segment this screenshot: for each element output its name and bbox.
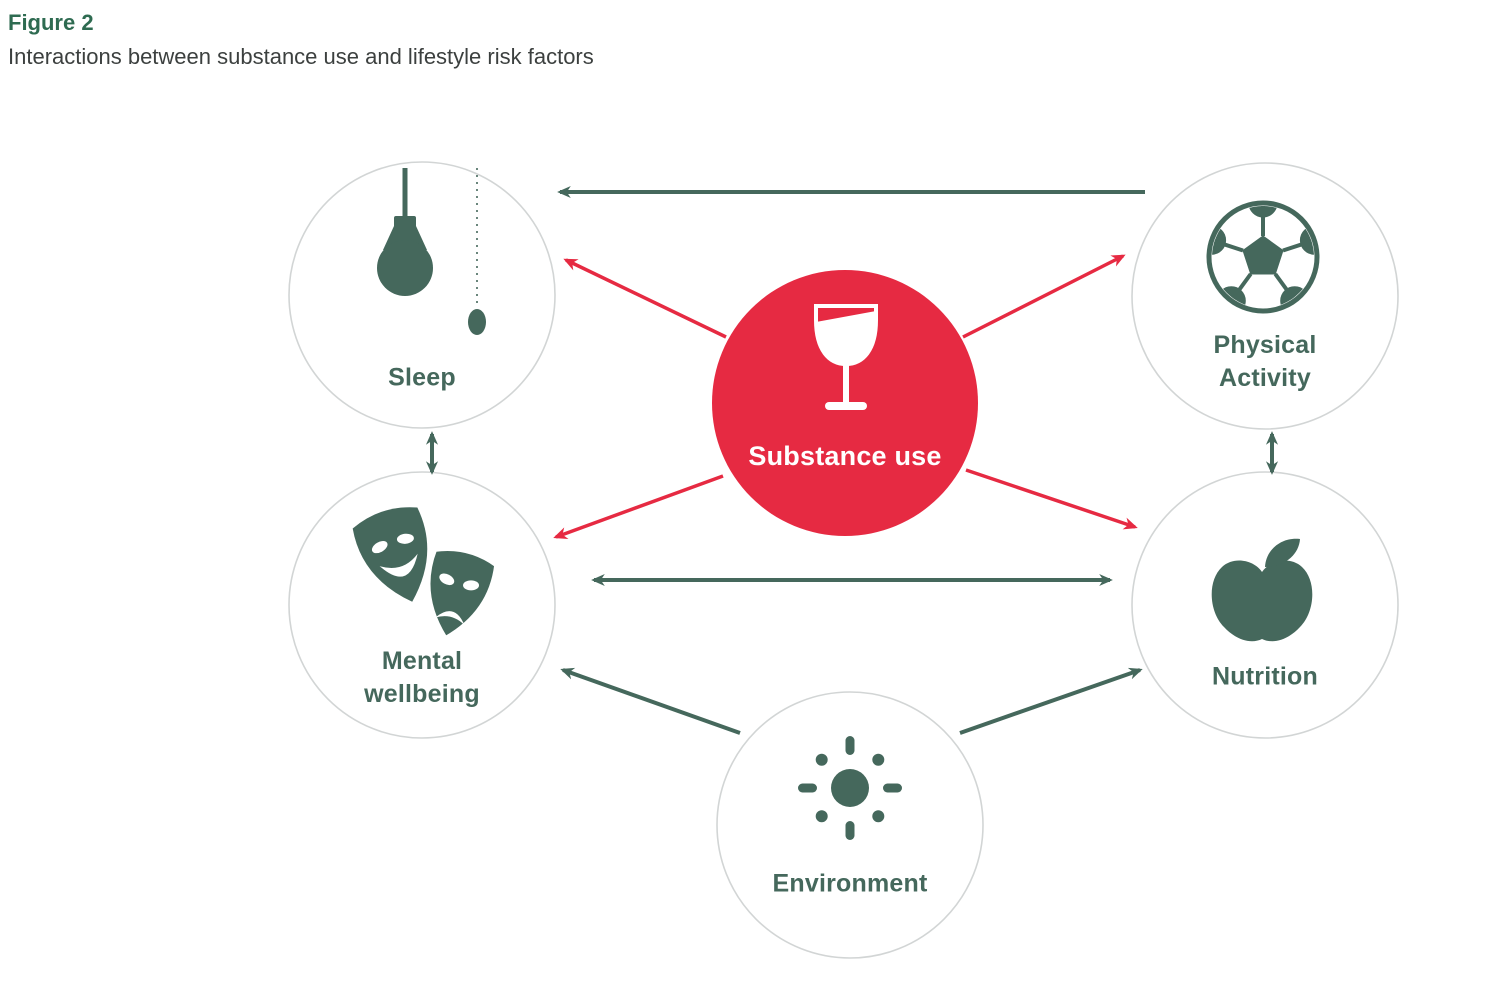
node-label-environment: Environment	[772, 869, 928, 898]
figure-title: Interactions between substance use and l…	[8, 44, 594, 69]
figure-label: Figure 2	[8, 10, 94, 35]
arrow-environment-to-nutrition	[959, 667, 1143, 735]
arrow-substance-use-to-mental-wellbeing	[553, 474, 724, 540]
node-label-nutrition: Nutrition	[1212, 662, 1318, 691]
node-label-physical-activity: Physical Activity	[1213, 331, 1317, 392]
soccer-ball-icon	[1206, 200, 1320, 314]
arrow-environment-to-mental-wellbeing	[560, 667, 741, 735]
apple-icon	[1211, 538, 1313, 642]
wine-glass-icon	[814, 304, 878, 410]
arrow-substance-use-to-physical-activity	[962, 254, 1126, 339]
node-label-substance-use: Substance use	[748, 441, 942, 472]
theater-masks-icon	[352, 507, 500, 643]
node-label-mental-wellbeing: Mental wellbeing	[364, 647, 480, 708]
sun-icon	[798, 736, 902, 840]
arrow-substance-use-to-nutrition	[965, 468, 1138, 530]
arrow-substance-use-to-sleep	[563, 258, 727, 339]
node-label-sleep: Sleep	[388, 363, 456, 392]
pendant-lightbulb-icon	[377, 168, 486, 335]
node-circle-sleep	[288, 161, 556, 429]
